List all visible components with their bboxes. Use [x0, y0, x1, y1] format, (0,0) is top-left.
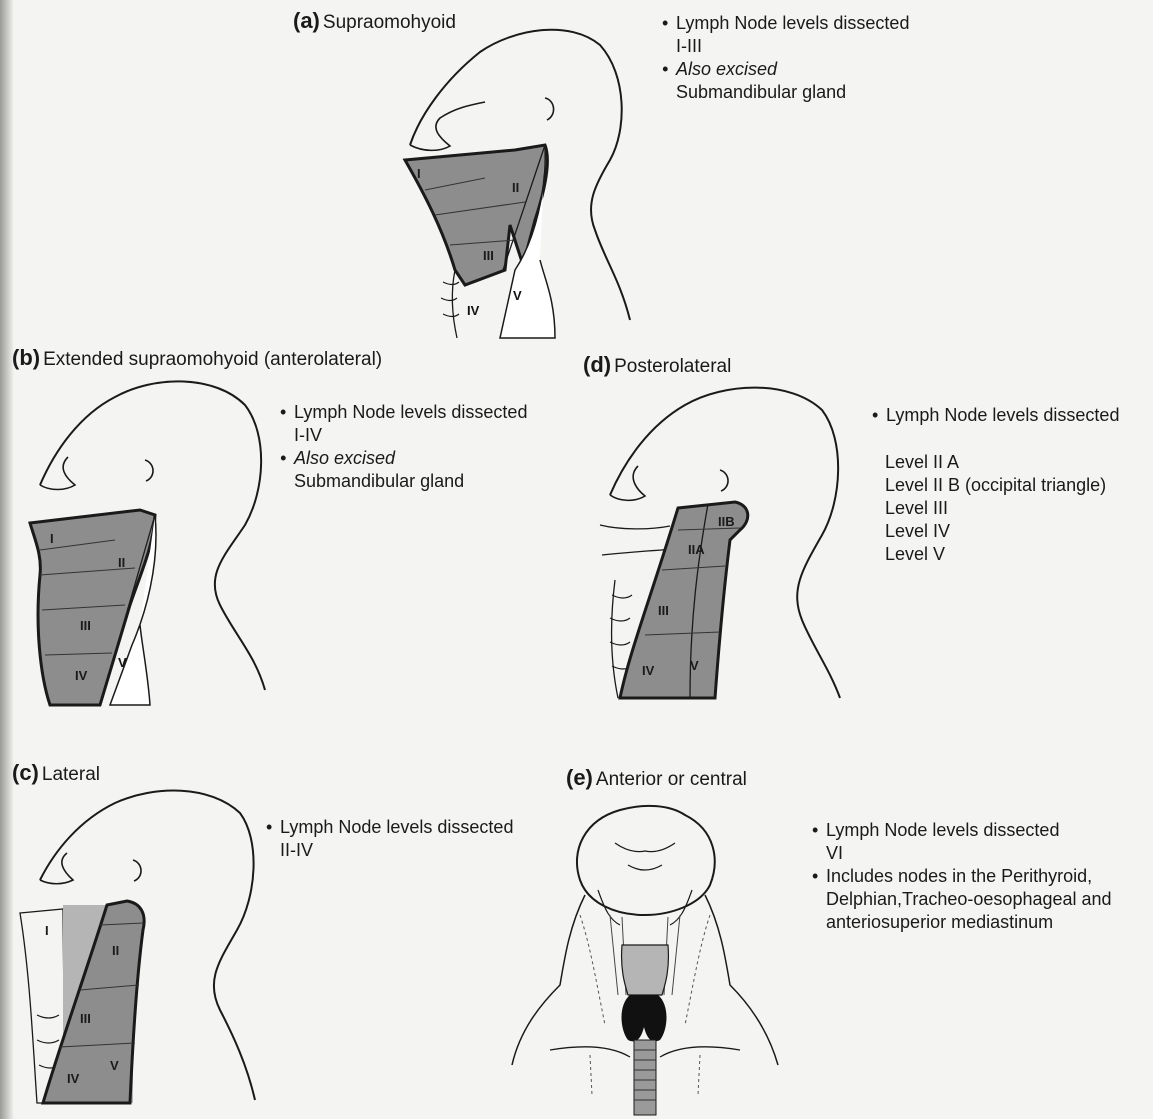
panel-b-bullet-1: Lymph Node levels dissected	[280, 401, 527, 424]
panel-a-bullet-2: Also excised	[662, 58, 909, 81]
panel-a-bullet-2-sub: Submandibular gland	[662, 81, 909, 104]
panel-e-anterior-neck-illustration	[510, 795, 780, 1115]
panel-e-bullet-2: Includes nodes in the Perithyroid,	[812, 865, 1112, 888]
panel-e-bullet-2-sub-1: Delphian,Tracheo-oesophageal and	[812, 888, 1112, 911]
panel-d-level-item: Level III	[885, 497, 1106, 520]
panel-b-title-text: Extended supraomohyoid (anterolateral)	[43, 349, 382, 370]
panel-d-level-item: Level II B (occipital triangle)	[885, 474, 1106, 497]
panel-b-label-III: III	[80, 618, 91, 633]
panel-a-label-IV: IV	[467, 303, 480, 318]
panel-a-bullet-1-sub: I-III	[662, 35, 909, 58]
panel-e-title-text: Anterior or central	[596, 769, 747, 790]
panel-c-title-text: Lateral	[42, 764, 100, 785]
panel-b-letter: (b)	[12, 345, 40, 370]
scan-edge	[0, 0, 14, 1119]
panel-a-label-III: III	[483, 248, 494, 263]
panel-c-notes: Lymph Node levels dissected II-IV	[266, 816, 513, 862]
panel-b-bullet-1-sub: I-IV	[280, 424, 527, 447]
panel-b-label-IV: IV	[75, 668, 88, 683]
panel-d-bullet-1: Lymph Node levels dissected	[872, 404, 1119, 427]
panel-d-neck-illustration: IIB IIA III IV V	[590, 380, 850, 710]
panel-a-label-II: II	[512, 180, 519, 195]
panel-a-bullet-1: Lymph Node levels dissected	[662, 12, 909, 35]
panel-c-label-II: II	[112, 943, 119, 958]
panel-e-title: (e)Anterior or central	[566, 765, 747, 791]
panel-d-label-IIB: IIB	[718, 514, 735, 529]
panel-a-label-V: V	[513, 288, 522, 303]
panel-e-bullet-1-sub: VI	[812, 842, 1112, 865]
panel-c-bullet-1-sub: II-IV	[266, 839, 513, 862]
panel-d-level-item: Level II A	[885, 451, 1106, 474]
panel-b-label-I: I	[50, 531, 54, 546]
panel-c-title: (c)Lateral	[12, 760, 100, 786]
panel-c-letter: (c)	[12, 760, 39, 785]
panel-a-notes: Lymph Node levels dissected I-III Also e…	[662, 12, 909, 104]
panel-b-notes: Lymph Node levels dissected I-IV Also ex…	[280, 401, 527, 493]
panel-b-label-V: V	[118, 655, 127, 670]
panel-b-bullet-2-sub: Submandibular gland	[280, 470, 527, 493]
panel-d-title: (d)Posterolateral	[583, 352, 731, 378]
panel-d-letter: (d)	[583, 352, 611, 377]
panel-d-notes: Lymph Node levels dissected	[872, 404, 1119, 427]
panel-c-label-III: III	[80, 1011, 91, 1026]
panel-d-label-IIA: IIA	[688, 542, 705, 557]
panel-d-level-item: Level V	[885, 543, 1106, 566]
panel-b-neck-illustration: I II III IV V	[20, 375, 270, 715]
panel-d-title-text: Posterolateral	[614, 356, 731, 377]
panel-e-bullet-2-sub-2: anteriosuperior mediastinum	[812, 911, 1112, 934]
panel-b-bullet-2: Also excised	[280, 447, 527, 470]
panel-a-label-I: I	[417, 166, 421, 181]
panel-d-level-item: Level IV	[885, 520, 1106, 543]
panel-d-label-V: V	[690, 658, 699, 673]
panel-b-title: (b)Extended supraomohyoid (anterolateral…	[12, 345, 382, 371]
panel-e-letter: (e)	[566, 765, 593, 790]
panel-e-notes: Lymph Node levels dissected VI Includes …	[812, 819, 1112, 934]
panel-c-label-I: I	[45, 923, 49, 938]
panel-e-bullet-1: Lymph Node levels dissected	[812, 819, 1112, 842]
panel-d-label-IV: IV	[642, 663, 655, 678]
panel-d-label-III: III	[658, 603, 669, 618]
panel-c-label-V: V	[110, 1058, 119, 1073]
panel-c-bullet-1: Lymph Node levels dissected	[266, 816, 513, 839]
panel-a-letter: (a)	[293, 8, 320, 33]
panel-c-label-IV: IV	[67, 1071, 80, 1086]
panel-c-neck-illustration: I II III IV V	[15, 785, 260, 1110]
panel-a-neck-illustration: I II III IV V	[395, 20, 635, 350]
panel-b-label-II: II	[118, 555, 125, 570]
panel-d-level-list: Level II A Level II B (occipital triangl…	[885, 451, 1106, 566]
